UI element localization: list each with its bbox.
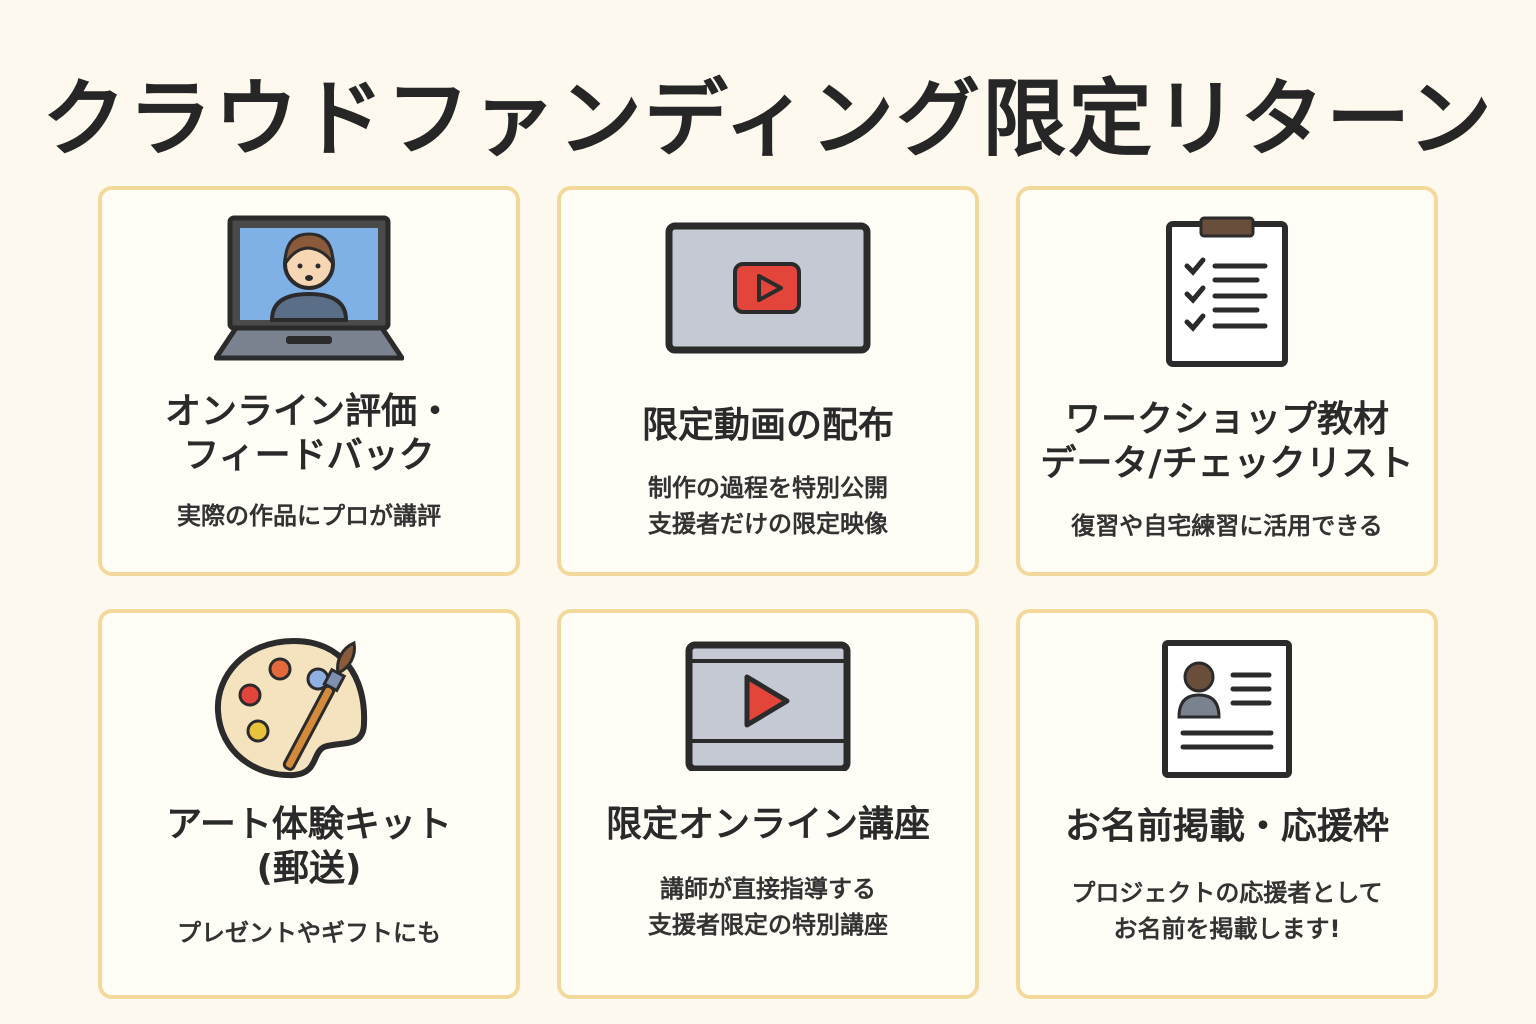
return-card-workshop-materials[interactable]: ワークショップ教材 データ/チェックリスト 復習や自宅練習に活用できる (1016, 186, 1438, 576)
card-title: 限定オンライン講座 (605, 804, 930, 845)
card-title: 限定動画の配布 (641, 405, 894, 446)
return-card-online-feedback[interactable]: オンライン評価・ フィードバック 実際の作品にプロが講評 (98, 186, 520, 576)
return-card-art-kit[interactable]: アート体験キット (郵送) プレゼントやギフトにも (98, 609, 520, 999)
laptop-person-icon (102, 208, 516, 378)
card-subtitle: 制作の過程を特別公開 支援者だけの限定映像 (648, 474, 888, 538)
card-title: ワークショップ教材 データ/チェックリスト (1040, 399, 1414, 484)
online-course-video-icon (561, 631, 975, 801)
card-subtitle: プロジェクトの応援者として お名前を掲載します! (1071, 879, 1383, 943)
return-card-online-course[interactable]: 限定オンライン講座 講師が直接指導する 支援者限定の特別講座 (557, 609, 979, 999)
return-card-name-listing[interactable]: お名前掲載・応援枠 プロジェクトの応援者として お名前を掲載します! (1016, 609, 1438, 999)
profile-card-icon (1020, 631, 1434, 801)
card-title: アート体験キット (郵送) (166, 804, 452, 889)
video-play-icon (561, 208, 975, 378)
return-card-limited-video[interactable]: 限定動画の配布 制作の過程を特別公開 支援者だけの限定映像 (557, 186, 979, 576)
card-title: お名前掲載・応援枠 (1064, 806, 1389, 847)
card-subtitle: プレゼントやギフトにも (177, 919, 441, 947)
card-title: オンライン評価・ フィードバック (164, 391, 453, 476)
card-subtitle: 講師が直接指導する 支援者限定の特別講座 (648, 875, 888, 939)
clipboard-checklist-icon (1020, 208, 1434, 378)
paint-palette-icon (102, 631, 516, 801)
page-title: クラウドファンディング限定リターン (42, 70, 1494, 168)
card-subtitle: 復習や自宅練習に活用できる (1071, 512, 1383, 540)
card-subtitle: 実際の作品にプロが講評 (177, 502, 441, 530)
